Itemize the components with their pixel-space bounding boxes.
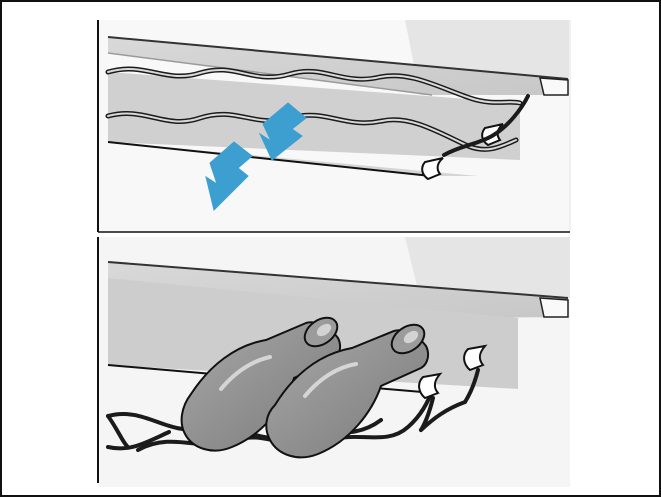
bottle-body-right bbox=[265, 329, 430, 459]
rack-side-wire-bottom-right bbox=[463, 368, 480, 404]
upper-shelf-bracket bbox=[539, 77, 569, 96]
removal-arrow-right bbox=[258, 102, 307, 161]
rack-side-connector-bottom bbox=[419, 400, 467, 432]
rack-wire-bottom-left-end bbox=[106, 430, 171, 451]
wine-rack-wire-top-front-highlight bbox=[107, 67, 521, 104]
upper-shelf-edge bbox=[107, 36, 569, 80]
bottle-cap-highlight-left bbox=[316, 323, 332, 337]
rack-side-wire-top bbox=[442, 94, 530, 157]
rack-clip-bottom-front bbox=[418, 372, 443, 400]
wine-bottle-right bbox=[265, 323, 430, 459]
rack-clip-bottom-rear bbox=[463, 344, 488, 372]
lower-shelf-top bbox=[108, 262, 568, 318]
removal-arrow-left bbox=[205, 141, 253, 211]
back-wall-bottom-right bbox=[405, 237, 570, 298]
panel-bottom bbox=[97, 237, 570, 487]
upper-shelf-underside bbox=[107, 52, 433, 96]
bottle-cap-highlight-right bbox=[403, 330, 419, 344]
bottle-highlight-left bbox=[219, 355, 272, 391]
shelf-front-edge-top bbox=[107, 141, 432, 177]
panel-top bbox=[97, 20, 571, 233]
bottle-highlight-right bbox=[303, 362, 358, 398]
rack-wire-left-loop bbox=[106, 414, 129, 448]
lower-shelf-edge bbox=[107, 261, 569, 299]
rack-clip-top-front bbox=[421, 157, 444, 181]
lower-shelf-bracket bbox=[539, 297, 569, 318]
upper-shelf-top bbox=[108, 37, 568, 95]
